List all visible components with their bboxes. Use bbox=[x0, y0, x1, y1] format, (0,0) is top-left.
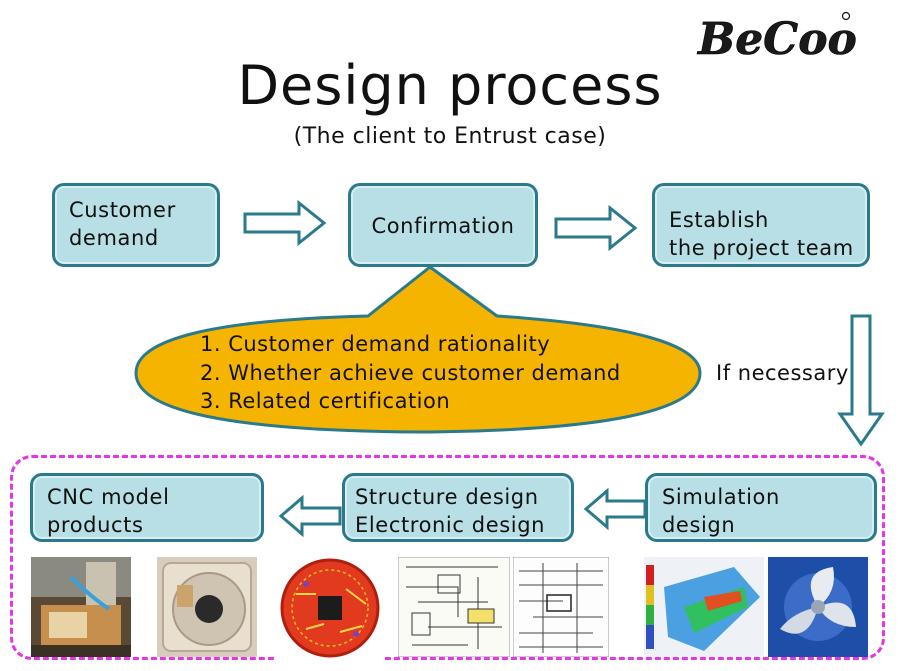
step-line: Customer bbox=[69, 198, 176, 222]
wiring-diagram bbox=[513, 557, 609, 657]
step-line: Confirmation bbox=[371, 214, 515, 238]
step-line: the project team bbox=[669, 236, 854, 260]
cnc-machine-photo bbox=[31, 557, 131, 657]
step-line: demand bbox=[69, 226, 159, 250]
step-cnc: CNC model products bbox=[30, 473, 264, 542]
step-line: Structure design bbox=[355, 485, 539, 509]
step-project-team: Establish the project team bbox=[652, 183, 870, 267]
step-customer-demand: Customer demand bbox=[52, 183, 220, 267]
page-subtitle: (The client to Entrust case) bbox=[293, 124, 607, 149]
right-arrow-icon bbox=[554, 205, 638, 251]
page-title: Design process bbox=[237, 54, 663, 117]
becool-logo: BeCool bbox=[696, 11, 856, 64]
step-structure-electronic: Structure design Electronic design bbox=[342, 473, 574, 542]
fan-housing-photo bbox=[157, 557, 257, 657]
confirmation-checklist: 1. Customer demand rationality 2. Whethe… bbox=[200, 330, 621, 416]
if-necessary-note: If necessary bbox=[716, 361, 849, 385]
checklist-item: 1. Customer demand rationality bbox=[200, 332, 551, 356]
step-line: Electronic design bbox=[355, 513, 546, 537]
svg-text:BeCool: BeCool bbox=[696, 14, 856, 64]
step-line: Simulation bbox=[662, 485, 780, 509]
implementation-frame bbox=[10, 455, 885, 660]
down-arrow-icon bbox=[837, 314, 885, 447]
step-line: products bbox=[47, 513, 144, 537]
step-confirmation: Confirmation bbox=[348, 183, 538, 267]
checklist-item: 3. Related certification bbox=[200, 389, 451, 413]
schematic-drawing bbox=[398, 557, 510, 657]
left-arrow-icon bbox=[278, 495, 342, 537]
left-arrow-icon bbox=[583, 488, 647, 530]
step-line: Establish bbox=[669, 208, 769, 232]
step-line: design bbox=[662, 513, 736, 537]
flow-simulation-image bbox=[644, 557, 764, 657]
step-line: CNC model bbox=[47, 485, 170, 509]
step-simulation: Simulation design bbox=[645, 473, 877, 542]
checklist-item: 2. Whether achieve customer demand bbox=[200, 360, 621, 385]
fan-blade-render bbox=[768, 557, 868, 657]
right-arrow-icon bbox=[243, 200, 327, 246]
circuit-board-photo bbox=[276, 554, 384, 662]
